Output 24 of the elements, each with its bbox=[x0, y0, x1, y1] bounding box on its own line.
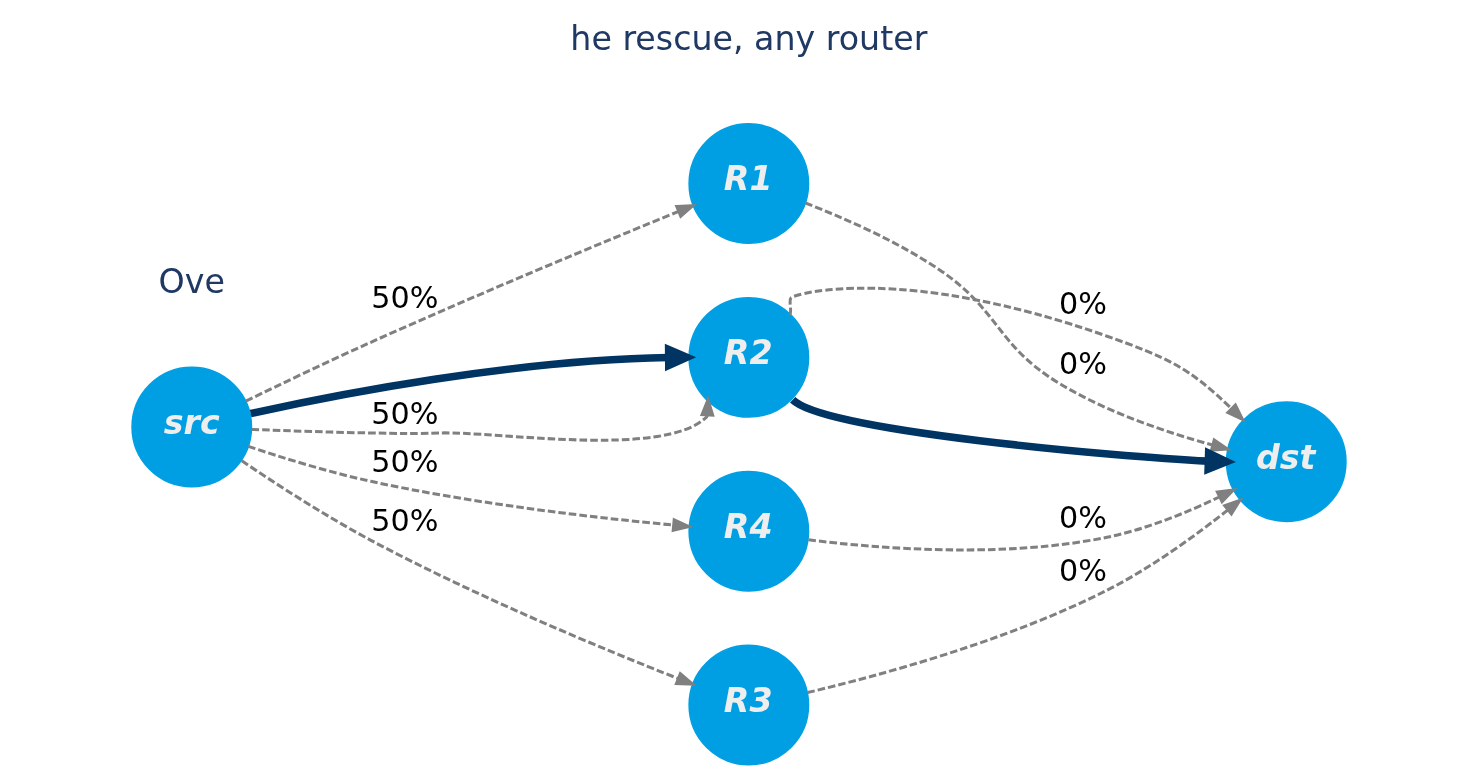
arrow bbox=[251, 395, 715, 442]
arrow bbox=[807, 497, 1244, 695]
node-circle: R1 bbox=[688, 123, 810, 244]
edge-label: 50% bbox=[371, 444, 439, 480]
edge-label: 0% bbox=[1058, 500, 1107, 536]
edge-label: 0% bbox=[1058, 346, 1107, 381]
arrow bbox=[240, 459, 697, 686]
edge-label: 50% bbox=[371, 503, 439, 539]
arrow bbox=[245, 203, 697, 403]
arrow bbox=[790, 396, 1236, 475]
edge-label: 50% bbox=[371, 395, 439, 431]
edge-label: 0% bbox=[1058, 553, 1107, 589]
arrow bbox=[249, 343, 697, 418]
edge-label: 50% bbox=[371, 279, 439, 315]
arrow bbox=[247, 444, 694, 533]
arrow bbox=[808, 488, 1238, 552]
node-circle: R3 bbox=[688, 644, 810, 766]
arrow bbox=[804, 201, 1232, 452]
edge-label: 0% bbox=[1058, 285, 1107, 321]
label: Ove bbox=[158, 262, 225, 302]
arrow bbox=[788, 286, 1246, 423]
node-circle: src bbox=[131, 366, 253, 488]
label: he rescue, any router bbox=[570, 18, 928, 58]
node-circle: R4 bbox=[688, 470, 810, 592]
